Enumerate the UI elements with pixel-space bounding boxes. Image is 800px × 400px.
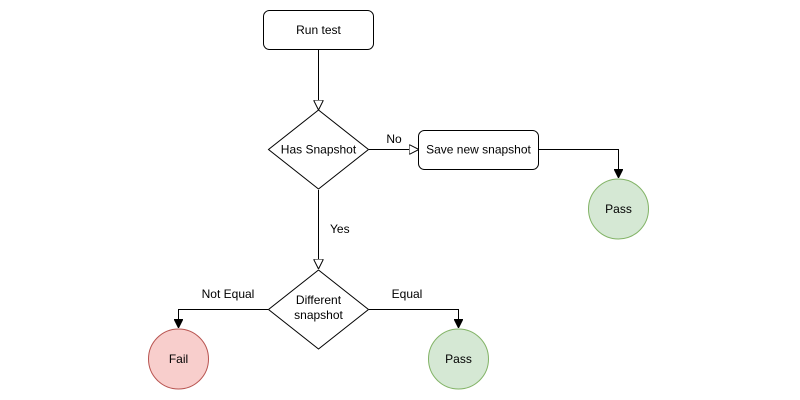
node-pass-bottom[interactable]: Pass bbox=[428, 328, 489, 390]
save-new-snapshot-label: Save new snapshot bbox=[426, 143, 531, 157]
nodes: Run test Has Snapshot Save new snapshot … bbox=[148, 10, 649, 390]
different-snapshot-diamond[interactable] bbox=[267, 269, 370, 350]
edges: No Yes Not Equal Equal bbox=[179, 50, 619, 328]
pass-top-circle[interactable] bbox=[588, 178, 649, 240]
node-different-snapshot[interactable]: Different snapshot bbox=[267, 269, 370, 350]
run-test-label: Run test bbox=[296, 23, 341, 37]
edge-label-not-equal: Not Equal bbox=[202, 287, 255, 301]
has-snapshot-label: Has Snapshot bbox=[281, 143, 357, 157]
run-test-box[interactable] bbox=[263, 10, 374, 50]
edge-different-to-pass bbox=[369, 309, 459, 328]
node-run-test[interactable]: Run test bbox=[263, 10, 374, 50]
pass-bottom-label: Pass bbox=[445, 352, 472, 366]
fail-label: Fail bbox=[169, 352, 188, 366]
edge-label-no: No bbox=[386, 132, 402, 146]
node-has-snapshot[interactable]: Has Snapshot bbox=[267, 109, 370, 190]
pass-top-label: Pass bbox=[605, 202, 632, 216]
edge-save-to-pass bbox=[539, 149, 619, 178]
save-new-snapshot-box[interactable] bbox=[418, 130, 539, 170]
edge-label-equal: Equal bbox=[392, 287, 423, 301]
edge-different-to-fail bbox=[179, 309, 268, 328]
fail-circle[interactable] bbox=[148, 328, 209, 390]
different-snapshot-label-line1: Different bbox=[296, 293, 342, 307]
has-snapshot-diamond[interactable] bbox=[267, 109, 370, 190]
pass-bottom-circle[interactable] bbox=[428, 328, 489, 390]
different-snapshot-label-line2: snapshot bbox=[294, 308, 343, 322]
node-fail[interactable]: Fail bbox=[148, 328, 209, 390]
node-pass-top[interactable]: Pass bbox=[588, 178, 649, 240]
node-save-new-snapshot[interactable]: Save new snapshot bbox=[418, 130, 539, 170]
edge-label-yes: Yes bbox=[330, 222, 350, 236]
